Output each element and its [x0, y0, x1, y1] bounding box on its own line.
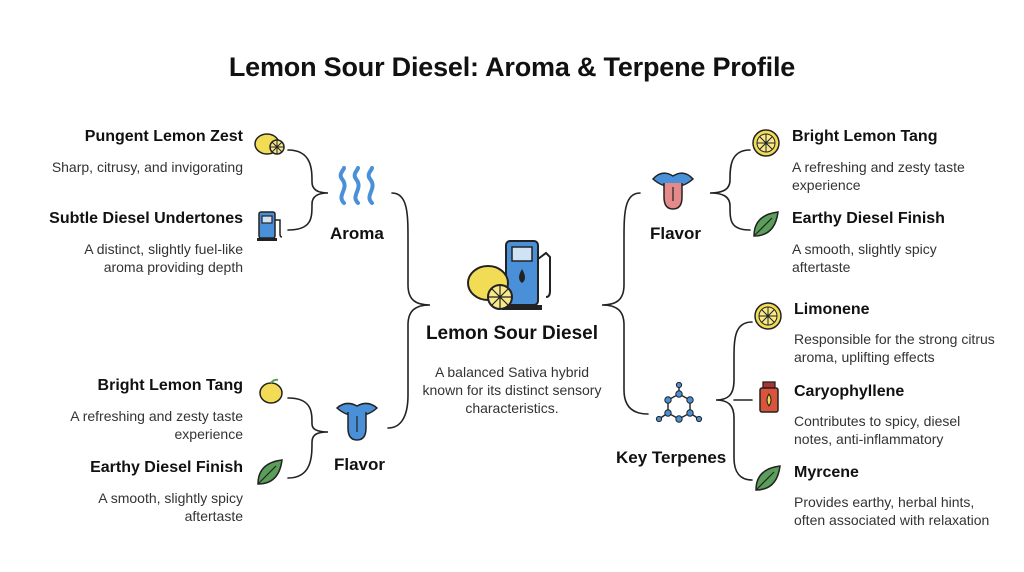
- flavor-left-hub-label: Flavor: [334, 455, 386, 474]
- flavor-right-item-title: Bright Lemon Tang: [792, 128, 938, 145]
- flavor-left-item-desc: A refreshing and zesty taste experience: [70, 408, 243, 442]
- flavor-left-item-title: Earthy Diesel Finish: [90, 459, 243, 476]
- terpene-item-title: Myrcene: [794, 464, 859, 481]
- leaf-icon: [755, 465, 781, 491]
- molecule-icon: [655, 382, 703, 423]
- lemon-slice-icon: [754, 302, 782, 330]
- connector-center-left: [387, 192, 431, 429]
- fuel-pump-icon: [257, 211, 283, 241]
- tongue-icon: [651, 172, 695, 210]
- aroma-hub-label: Aroma: [330, 224, 384, 243]
- aroma-item-title: Subtle Diesel Undertones: [49, 210, 243, 227]
- spice-bottle-icon: [759, 381, 779, 413]
- terpene-item-title: Limonene: [794, 301, 870, 318]
- lemon-fuel-pump-icon: [467, 240, 551, 310]
- flavor-left-item-title: Bright Lemon Tang: [97, 377, 243, 394]
- lemon-icon: [259, 378, 283, 404]
- center-description: A balanced Sativa hybrid known for its d…: [422, 364, 602, 416]
- tongue-icon: [335, 402, 379, 441]
- connector-flavor-left-leaves: [287, 397, 329, 479]
- terpenes-hub-label: Key Terpenes: [616, 448, 727, 467]
- leaf-icon: [753, 211, 779, 237]
- flavor-right-item-desc: A refreshing and zesty taste experience: [792, 159, 965, 193]
- flavor-left-item-desc: A smooth, slightly spicy aftertaste: [98, 490, 243, 524]
- lemon-icon: [254, 133, 285, 155]
- center-name: Lemon Sour Diesel: [425, 323, 599, 344]
- connector-center-right: [601, 192, 649, 415]
- terpene-item-desc: Provides earthy, herbal hints, often ass…: [794, 494, 990, 528]
- flavor-right-item-desc: A smooth, slightly spicy aftertaste: [792, 241, 937, 275]
- aroma-waves-icon: [338, 166, 375, 205]
- aroma-item-title: Pungent Lemon Zest: [84, 128, 243, 145]
- connector-aroma-leaves: [287, 149, 329, 231]
- lemon-slice-icon: [752, 129, 780, 157]
- aroma-item-desc: A distinct, slightly fuel-like aroma pro…: [84, 241, 243, 275]
- page-title: Lemon Sour Diesel: Aroma & Terpene Profi…: [228, 52, 796, 82]
- flavor-right-hub-label: Flavor: [650, 224, 702, 243]
- flavor-right-item-title: Earthy Diesel Finish: [792, 210, 945, 227]
- terpene-item-desc: Responsible for the strong citrus aroma,…: [794, 331, 995, 365]
- connector-terpenes-leaves: [715, 321, 753, 481]
- connector-flavor-right-leaves: [709, 149, 751, 231]
- leaf-icon: [257, 459, 283, 485]
- aroma-item-desc: Sharp, citrusy, and invigorating: [51, 159, 243, 175]
- terpene-item-desc: Contributes to spicy, diesel notes, anti…: [794, 413, 961, 447]
- terpene-item-title: Caryophyllene: [794, 383, 905, 400]
